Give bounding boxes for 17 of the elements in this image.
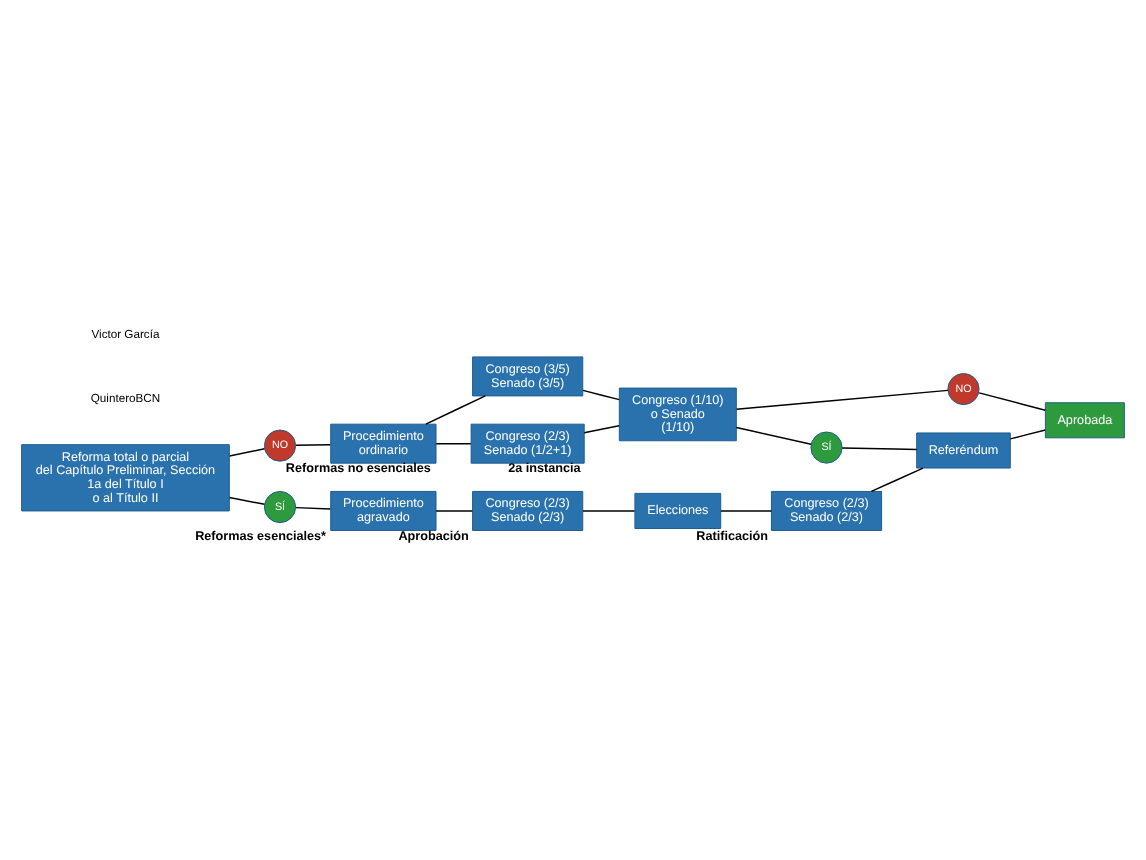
connector: [735, 388, 949, 409]
connector: [295, 442, 332, 446]
connector: [583, 424, 620, 433]
connector: [870, 466, 924, 492]
connector: [228, 446, 266, 456]
connector: [295, 505, 332, 509]
connector: [582, 509, 636, 511]
connector: [435, 441, 472, 444]
connector: [720, 509, 773, 511]
connector: [228, 495, 266, 504]
connector: [435, 509, 474, 511]
connector: [1009, 428, 1047, 439]
connector: [425, 394, 487, 424]
connector: [841, 446, 918, 450]
connector: [582, 388, 620, 400]
connector: [978, 391, 1046, 410]
connector: [735, 425, 812, 445]
